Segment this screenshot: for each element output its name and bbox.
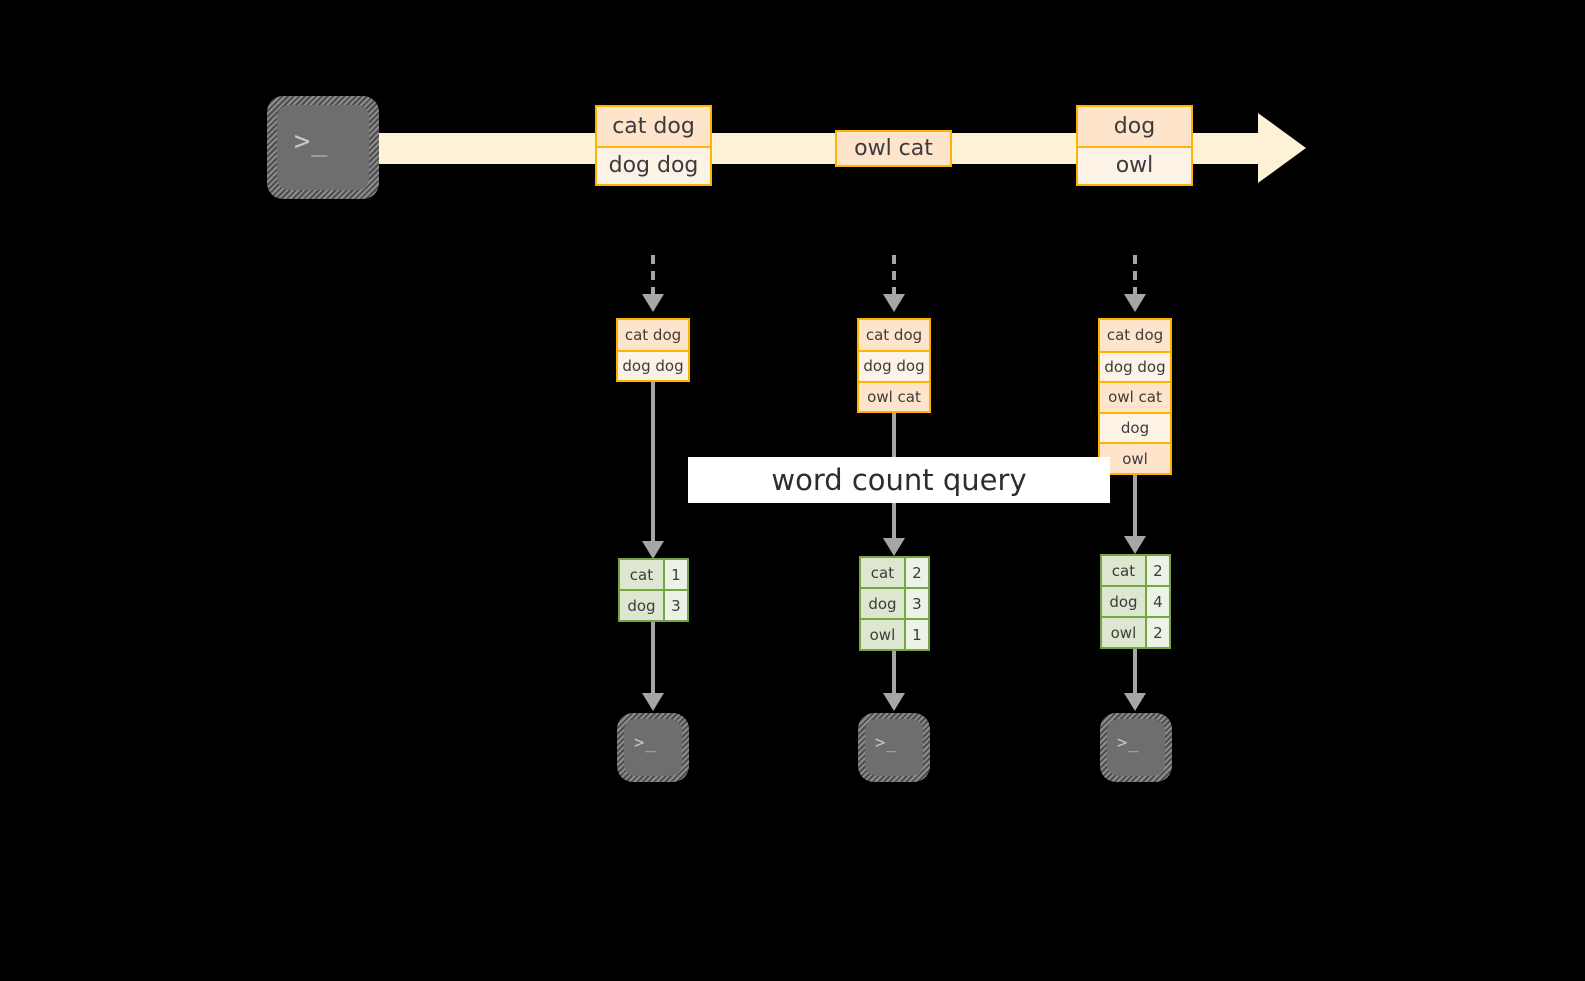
stream-to-state-arrowhead <box>1124 294 1146 312</box>
state-box[interactable]: cat dog dog dog owl cat dog owl <box>1098 318 1172 475</box>
result-count: 4 <box>1144 587 1169 616</box>
stream-event-line: dog <box>1078 107 1191 146</box>
result-word: owl <box>1102 618 1145 647</box>
result-to-consumer-connector <box>1133 649 1137 694</box>
state-to-result-arrowhead <box>642 541 664 559</box>
result-table[interactable]: cat 1 dog 3 <box>618 558 689 622</box>
result-to-consumer-arrowhead <box>642 693 664 711</box>
stream-to-state-arrowhead <box>642 294 664 312</box>
result-word: owl <box>861 620 904 649</box>
state-to-result-arrowhead <box>883 538 905 556</box>
result-count: 2 <box>1144 618 1169 647</box>
terminal-prompt-icon: >_ <box>294 126 329 157</box>
state-line: owl <box>1100 442 1170 473</box>
stream-event-box[interactable]: owl cat <box>835 130 952 167</box>
terminal-body <box>624 719 682 776</box>
result-table[interactable]: cat 2 dog 3 owl 1 <box>859 556 930 651</box>
result-to-consumer-connector <box>651 622 655 694</box>
result-count: 3 <box>903 589 928 618</box>
result-count: 1 <box>662 560 687 589</box>
stream-to-state-connector <box>892 255 896 295</box>
result-count: 2 <box>903 558 928 587</box>
result-table[interactable]: cat 2 dog 4 owl 2 <box>1100 554 1171 649</box>
stream-event-box[interactable]: dog owl <box>1076 105 1193 186</box>
stream-to-state-arrowhead <box>883 294 905 312</box>
result-word: cat <box>861 558 904 587</box>
state-line: owl cat <box>1100 381 1170 412</box>
consumer-terminal[interactable]: >_ <box>617 713 689 782</box>
result-count: 3 <box>662 591 687 620</box>
table-row: owl 2 <box>1102 616 1169 647</box>
result-word: dog <box>1102 587 1145 616</box>
result-to-consumer-arrowhead <box>1124 693 1146 711</box>
stream-to-state-connector <box>1133 255 1137 295</box>
table-row: dog 3 <box>861 587 928 618</box>
table-row: cat 2 <box>1102 556 1169 585</box>
table-row: dog 3 <box>620 589 687 620</box>
terminal-prompt-icon: >_ <box>1117 733 1140 753</box>
result-word: dog <box>620 591 663 620</box>
terminal-body <box>865 719 923 776</box>
result-to-consumer-connector <box>892 651 896 694</box>
stream-event-box[interactable]: cat dog dog dog <box>595 105 712 186</box>
state-to-result-connector <box>651 382 655 542</box>
stream-event-line: cat dog <box>597 107 710 146</box>
consumer-terminal[interactable]: >_ <box>858 713 930 782</box>
result-count: 2 <box>1144 556 1169 585</box>
state-line: dog <box>1100 411 1170 443</box>
stream-to-state-connector <box>651 255 655 295</box>
table-row: dog 4 <box>1102 585 1169 616</box>
table-row: owl 1 <box>861 618 928 649</box>
terminal-body <box>1107 719 1165 776</box>
state-line: dog dog <box>1100 350 1170 382</box>
state-line: cat dog <box>618 320 688 350</box>
state-to-result-arrowhead <box>1124 536 1146 554</box>
state-line: dog dog <box>859 350 929 381</box>
state-line: dog dog <box>618 350 688 380</box>
result-to-consumer-arrowhead <box>883 693 905 711</box>
result-word: cat <box>620 560 663 589</box>
producer-terminal[interactable]: >_ <box>267 96 379 199</box>
consumer-terminal[interactable]: >_ <box>1100 713 1172 782</box>
terminal-prompt-icon: >_ <box>634 733 657 753</box>
state-to-result-connector <box>1133 475 1137 537</box>
table-row: cat 1 <box>620 560 687 589</box>
state-box[interactable]: cat dog dog dog <box>616 318 690 382</box>
query-label: word count query <box>688 457 1110 503</box>
stream-event-line: owl <box>1078 145 1191 184</box>
result-count: 1 <box>903 620 928 649</box>
state-line: owl cat <box>859 380 929 411</box>
state-line: cat dog <box>1100 320 1170 351</box>
result-word: dog <box>861 589 904 618</box>
terminal-body <box>277 105 369 190</box>
stream-event-line: owl cat <box>837 132 950 165</box>
terminal-prompt-icon: >_ <box>875 733 898 753</box>
event-stream-arrowhead <box>1258 113 1306 183</box>
state-box[interactable]: cat dog dog dog owl cat <box>857 318 931 413</box>
result-word: cat <box>1102 556 1145 585</box>
state-line: cat dog <box>859 320 929 351</box>
stream-event-line: dog dog <box>597 145 710 184</box>
table-row: cat 2 <box>861 558 928 587</box>
